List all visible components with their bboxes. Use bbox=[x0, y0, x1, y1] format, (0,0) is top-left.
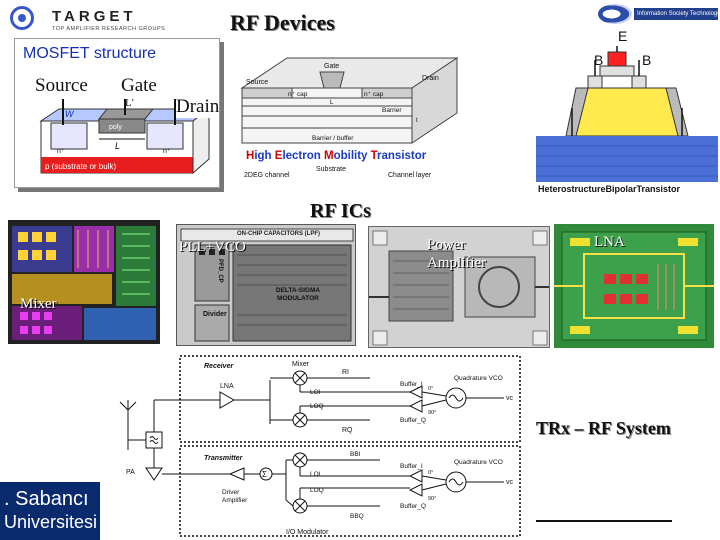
hbt-B-right-label: B bbox=[642, 52, 652, 68]
trx-pa-label: PA bbox=[126, 469, 135, 476]
ist-logo: Information Society Technologies bbox=[596, 0, 720, 30]
hemt-2deg-label: 2DEG channel bbox=[244, 172, 290, 179]
trx-ri-label: RI bbox=[342, 369, 349, 376]
hemt-caption-1: igh bbox=[254, 150, 275, 162]
trx-bbi-label: BBI bbox=[350, 451, 361, 458]
sabanci-logo-line1: . Sabancı bbox=[4, 488, 89, 510]
trx-quad-vco-tx: Quadrature VCO bbox=[454, 459, 503, 466]
pll-divider-label: Divider bbox=[203, 311, 227, 318]
trx-loq-tx: LOQ bbox=[310, 487, 324, 494]
trx-mixer-label: Mixer bbox=[292, 361, 310, 368]
hemt-channel-label: Channel layer bbox=[388, 172, 432, 179]
trx-diagram: Receiver Transmitter LNA Mixer RI RQ LOI… bbox=[110, 350, 530, 540]
hemt-ncap-left: n⁺ cap bbox=[288, 91, 308, 98]
pll-dsm-label: DELTA-SIGMA MODULATOR bbox=[275, 287, 321, 303]
trx-driver-2: Amplifier bbox=[222, 497, 248, 504]
trx-io-mod-label: I/O Modulator bbox=[286, 529, 329, 536]
trx-deg0-rx: 0° bbox=[428, 386, 433, 392]
trx-rq-label: RQ bbox=[342, 427, 353, 434]
trx-deg0-tx: 0° bbox=[428, 470, 433, 476]
target-logo-subtitle: TOP AMPLIFIER RESEARCH GROUPS bbox=[52, 26, 166, 32]
svg-text:Σ: Σ bbox=[262, 470, 267, 479]
hemt-caption-3: obility bbox=[333, 150, 371, 162]
trx-loi-tx: LOI bbox=[310, 471, 321, 478]
trx-underline bbox=[536, 520, 672, 522]
lna-chip-label: LNA bbox=[594, 234, 625, 250]
sabanci-logo: . Sabancı Universitesi bbox=[0, 482, 100, 540]
mosfet-L-label: L bbox=[115, 141, 120, 151]
trx-bbq-label: BBQ bbox=[350, 513, 364, 520]
mosfet-drain-label: Drain bbox=[176, 96, 220, 118]
hbt-B-left-label: B bbox=[594, 52, 604, 68]
pll-chip-label: PLL+VCO bbox=[179, 239, 246, 255]
mosfet-nplus-left: n⁺ bbox=[57, 148, 65, 155]
hemt-caption-2: lectron bbox=[282, 150, 324, 162]
mosfet-substrate-label: p (substrate or bulk) bbox=[45, 162, 116, 171]
trx-buffer-i-label: Buffer_I bbox=[400, 381, 423, 388]
pll-chip: ON-CHIP CAPACITORS (LPF) DELTA-SIGMA MOD… bbox=[176, 224, 356, 346]
hemt-diagram: Source Gate Drain n⁺ cap n⁺ cap Barrier … bbox=[240, 57, 459, 144]
hemt-ncap-right: n⁺ cap bbox=[364, 91, 384, 98]
mosfet-gate-label: Gate bbox=[121, 75, 157, 96]
trx-deg90-tx: 90° bbox=[428, 496, 436, 502]
target-logo: TARGET TOP AMPLIFIER RESEARCH GROUPS bbox=[4, 2, 200, 38]
page-title: RF Devices bbox=[230, 10, 335, 35]
hemt-barrier-buffer: Barrier / buffer bbox=[312, 135, 354, 142]
hemt-t: t bbox=[416, 118, 418, 124]
hemt-caption-E: E bbox=[274, 150, 283, 162]
trx-buffer-q-tx: Buffer_Q bbox=[400, 503, 426, 510]
mosfet-source-label: Source bbox=[35, 75, 88, 96]
pa-chip-label-2: Amplifier bbox=[427, 255, 487, 271]
mosfet-nplus-right: n⁺ bbox=[163, 148, 171, 155]
lna-chip: LNA bbox=[554, 224, 714, 348]
mosfet-lprime-label: L' bbox=[125, 97, 134, 109]
trx-system-label: TRx – RF System bbox=[536, 418, 671, 438]
trx-buffer-q-label: Buffer_Q bbox=[400, 417, 426, 424]
mosfet-panel: MOSFET structure Source Gate poly W L n⁺… bbox=[14, 38, 220, 188]
hemt-caption-M: M bbox=[323, 150, 334, 162]
hemt-substrate-label: Substrate bbox=[316, 166, 346, 173]
hemt-source: Source bbox=[246, 79, 268, 86]
target-logo-mark bbox=[10, 6, 34, 30]
hbt-caption: HeterostructureBipolarTransistor bbox=[538, 184, 681, 194]
hemt-drain: Drain bbox=[422, 75, 439, 82]
hemt-barrier: Barrier bbox=[382, 107, 402, 114]
pa-chip: Power Amplifier bbox=[368, 226, 550, 348]
target-logo-text: TARGET bbox=[52, 8, 137, 25]
sabanci-logo-line2: Universitesi bbox=[4, 512, 98, 532]
trx-vc-label-rx: vc bbox=[506, 395, 514, 402]
mosfet-poly-label: poly bbox=[109, 124, 122, 131]
mosfet-W-label: W bbox=[65, 109, 75, 119]
hemt-L: L bbox=[330, 100, 334, 106]
ist-logo-swirl bbox=[598, 4, 632, 24]
hemt-panel: Source Gate Drain n⁺ cap n⁺ cap Barrier … bbox=[232, 48, 472, 192]
trx-vc-label-tx: vc bbox=[506, 479, 514, 486]
mosfet-diagram: poly W L n⁺ n⁺ p (substrate or bulk) bbox=[39, 99, 211, 175]
target-logo-mark-inner bbox=[18, 14, 26, 22]
hemt-caption-4: ransistor bbox=[377, 150, 427, 162]
trx-transmitter-title: Transmitter bbox=[204, 455, 244, 462]
ist-logo-banner: Information Society Technologies bbox=[634, 8, 718, 20]
mixer-chip-label: Mixer bbox=[20, 296, 57, 312]
pll-onchip-label: ON-CHIP CAPACITORS (LPF) bbox=[237, 231, 321, 237]
trx-lna-label: LNA bbox=[220, 383, 234, 390]
hemt-caption: High Electron Mobility Transistor bbox=[246, 150, 426, 162]
hbt-E-label: E bbox=[618, 28, 628, 44]
rfics-title: RF ICs bbox=[310, 200, 371, 222]
hbt-diagram bbox=[536, 46, 718, 182]
trx-buffer-i-tx: Buffer_I bbox=[400, 463, 423, 470]
mosfet-title: MOSFET structure bbox=[23, 45, 157, 62]
mixer-chip: Mixer bbox=[8, 220, 160, 344]
trx-quad-vco-label: Quadrature VCO bbox=[454, 375, 503, 382]
trx-deg90-rx: 90° bbox=[428, 410, 436, 416]
hemt-gate: Gate bbox=[324, 63, 339, 70]
trx-driver-1: Driver bbox=[222, 489, 240, 496]
hemt-caption-T: T bbox=[370, 150, 378, 162]
pa-chip-label-1: Power bbox=[427, 237, 466, 253]
pll-pfd-label: PFD_CP bbox=[217, 259, 223, 283]
hemt-caption-H: H bbox=[246, 150, 255, 162]
trx-receiver-title: Receiver bbox=[204, 363, 234, 370]
